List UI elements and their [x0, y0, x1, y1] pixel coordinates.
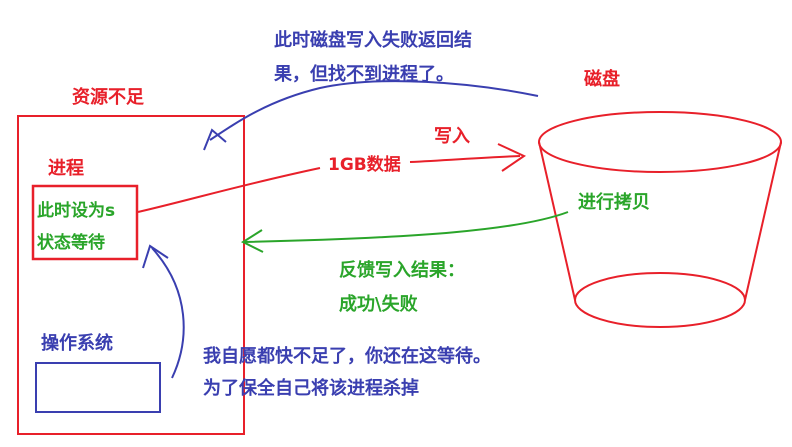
process-label: 进程: [48, 158, 84, 179]
state-label-line1: 此时设为s: [37, 201, 116, 221]
return-note-line2: 果，但找不到进程了。: [274, 64, 454, 85]
return-note-line1: 此时磁盘写入失败返回结: [274, 30, 472, 51]
resource-shortage-label: 资源不足: [72, 87, 144, 108]
kill-note-line2: 为了保全自己将该进程杀掉: [203, 378, 419, 399]
process-state-box: [31, 184, 139, 261]
data-size-label: 1GB数据: [328, 155, 401, 175]
write-arrow-head: [497, 143, 527, 172]
disk-label: 磁盘: [584, 69, 620, 90]
kill-arrow: [151, 247, 185, 379]
return-arrow-head: [203, 128, 227, 151]
feedback-label-line2: 成功\失败: [339, 294, 418, 315]
os-box: [35, 362, 161, 413]
resource-box: [17, 115, 245, 435]
kill-note-line1: 我自愿都快不足了，你还在这等待。: [203, 346, 491, 367]
write-label: 写入: [434, 126, 470, 147]
copying-label: 进行拷贝: [578, 192, 650, 213]
return-arrow: [209, 80, 539, 141]
state-label-line2: 状态等待: [37, 233, 105, 253]
write-arrow: [137, 155, 521, 213]
disk-bucket: [538, 111, 782, 328]
os-label: 操作系统: [41, 333, 113, 354]
feedback-label-line1: 反馈写入结果：: [339, 260, 465, 281]
feedback-arrow: [244, 211, 569, 243]
feedback-arrow-head: [240, 229, 264, 253]
kill-arrow-head: [142, 244, 169, 269]
